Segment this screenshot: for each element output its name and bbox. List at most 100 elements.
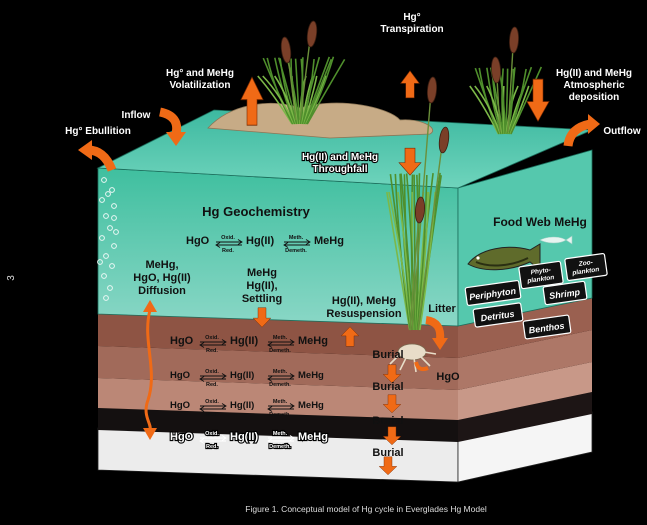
burial-label-4: Burial bbox=[372, 447, 403, 459]
grass-blade bbox=[304, 58, 333, 125]
cattail-head bbox=[491, 56, 501, 84]
reaction-hg0: HgO bbox=[186, 235, 210, 247]
reaction-arrow-back-2 bbox=[283, 242, 310, 248]
grass-blade bbox=[305, 56, 335, 125]
box-label-zooplankton-2: plankton bbox=[571, 266, 600, 277]
sediment-layer-dark-front bbox=[98, 408, 458, 442]
emergent-vegetation bbox=[257, 20, 543, 331]
root-hg0-arrow bbox=[414, 361, 429, 372]
reaction-arrow-forward bbox=[200, 403, 227, 409]
bubble bbox=[99, 197, 105, 203]
grass-blade bbox=[504, 68, 509, 135]
grass-blade bbox=[303, 75, 318, 125]
box-label-shrimp: Shrimp bbox=[549, 287, 582, 301]
deposition-label-line-1: Hg(II) and MeHg bbox=[556, 68, 632, 79]
reaction-meth: Meth. bbox=[273, 335, 288, 341]
box-zooplankton bbox=[564, 252, 608, 282]
grass-blade bbox=[413, 174, 416, 331]
bubble bbox=[99, 235, 105, 241]
reaction-arrow-back-2 bbox=[267, 376, 294, 382]
diffusion-arrow bbox=[144, 309, 153, 431]
reaction-arrow-back bbox=[199, 376, 226, 382]
grass-blade bbox=[474, 85, 502, 135]
burial-label-2: Burial bbox=[372, 381, 403, 393]
food-web-label: Food Web MeHg bbox=[493, 215, 587, 229]
fish-icon bbox=[467, 243, 541, 272]
grass-blade bbox=[274, 75, 297, 125]
reaction-arrow-forward-2 bbox=[268, 373, 295, 379]
grass-blade bbox=[262, 75, 295, 125]
diffusion-label-line-2: HgO, Hg(II) bbox=[133, 272, 191, 284]
grass-blade bbox=[510, 66, 543, 135]
bubble bbox=[111, 203, 117, 209]
burial-label-3: Burial bbox=[372, 415, 403, 427]
throughfall-label-line-2: Throughfall bbox=[313, 164, 368, 175]
bubble bbox=[105, 191, 111, 197]
grass-blade bbox=[405, 173, 416, 331]
figure-caption: Figure 1. Conceptual model of Hg cycle i… bbox=[245, 504, 487, 514]
ebullition-label: Hg° Ebullition bbox=[65, 126, 131, 137]
bubble bbox=[111, 215, 117, 221]
reaction-arrow-back bbox=[215, 242, 242, 248]
grass-blade bbox=[386, 191, 411, 331]
cattail-head bbox=[509, 26, 519, 54]
reaction-arrow-forward-2 bbox=[268, 339, 295, 345]
reaction-meth: Meth. bbox=[273, 399, 288, 405]
reaction-arrow-back-2 bbox=[267, 342, 294, 348]
litter-arrow bbox=[425, 316, 445, 341]
reaction-arrow-back bbox=[199, 438, 226, 444]
reaction-oxid: Oxid. bbox=[221, 235, 235, 241]
resuspension-label-line-2: Resuspension bbox=[326, 308, 401, 320]
reaction-hg0: HgO bbox=[170, 400, 190, 411]
box-phytoplankton bbox=[518, 260, 564, 290]
bubble bbox=[103, 213, 109, 219]
reaction-arrow-forward-2 bbox=[268, 435, 295, 441]
box-label-phytoplankton-1: Phyto- bbox=[530, 267, 551, 277]
bubble bbox=[107, 225, 113, 231]
reaction-arrow-back bbox=[199, 406, 226, 412]
sediment-layer-2-front bbox=[98, 346, 458, 390]
grass-blade bbox=[501, 68, 505, 135]
box-shrimp bbox=[542, 280, 588, 306]
deposition-label-line-3: deposition bbox=[569, 92, 620, 103]
grass-blade bbox=[508, 68, 527, 135]
sediment-layer-2-side bbox=[458, 330, 592, 390]
cattail-head bbox=[415, 196, 425, 224]
grass-blade bbox=[469, 85, 500, 135]
resuspension-label-line-1: Hg(II), MeHg bbox=[332, 295, 396, 307]
bubble bbox=[109, 187, 115, 193]
cattail-stem bbox=[417, 129, 445, 331]
cattail-head bbox=[438, 126, 450, 154]
reaction-red: Red. bbox=[206, 348, 218, 354]
bubble bbox=[101, 177, 107, 183]
inflow-arrow bbox=[158, 107, 182, 135]
deposition-label-line-2: Atmospheric bbox=[563, 80, 625, 91]
volatilization-label-line-2: Volatilization bbox=[170, 80, 231, 91]
bubble bbox=[111, 243, 117, 249]
grass-blade bbox=[299, 57, 304, 125]
diffusion-label-line-1: MeHg, bbox=[146, 259, 179, 271]
reaction-arrow-forward bbox=[200, 435, 227, 441]
inflow-label: Inflow bbox=[122, 110, 151, 121]
settling-label-line-2: Hg(II), bbox=[246, 280, 277, 292]
settling-label-line-1: MeHg bbox=[247, 267, 277, 279]
cattail-head bbox=[280, 36, 292, 64]
reaction-demeth: Demeth. bbox=[269, 412, 291, 418]
reaction-oxid: Oxid. bbox=[205, 369, 219, 375]
transpiration-label-line-2: Transpiration bbox=[380, 24, 443, 35]
reaction-hg0: HgO bbox=[170, 431, 194, 443]
reaction-demeth: Demeth. bbox=[269, 444, 291, 450]
reaction-hg2: Hg(II) bbox=[230, 400, 254, 411]
reaction-meth: Meth. bbox=[289, 235, 304, 241]
reaction-hg2: Hg(II) bbox=[230, 431, 258, 443]
transpiration-label-line-1: Hg° bbox=[403, 12, 420, 23]
reaction-demeth: Demeth. bbox=[269, 382, 291, 388]
grass-blade bbox=[302, 58, 315, 125]
sediment-layer-dark-side bbox=[458, 392, 592, 442]
box-label-detritus: Detritus bbox=[480, 309, 515, 324]
bubble bbox=[97, 259, 103, 265]
grass-blade bbox=[294, 58, 301, 125]
burial-label-1: Burial bbox=[372, 349, 403, 361]
reaction-demeth: Demeth. bbox=[269, 348, 291, 354]
reaction-oxid: Oxid. bbox=[205, 399, 219, 405]
